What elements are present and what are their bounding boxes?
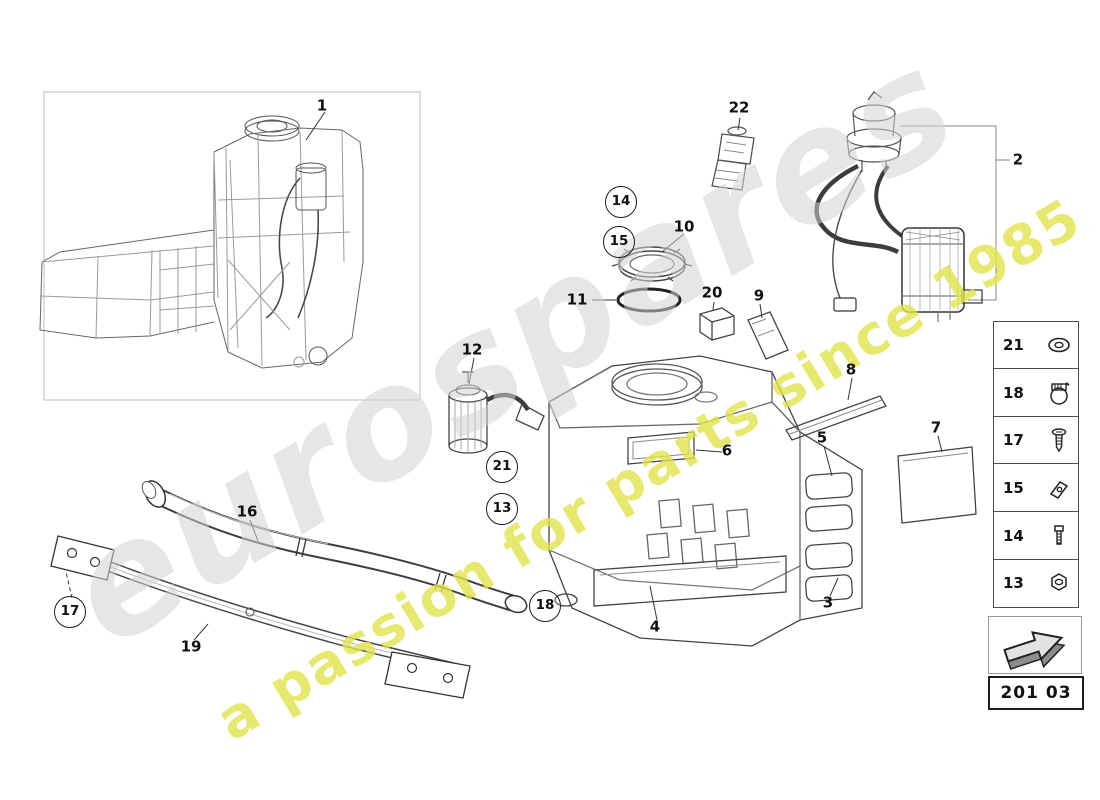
hardware-row-17[interactable]: 17 <box>993 415 1079 465</box>
hardware-number: 15 <box>1003 478 1024 497</box>
fuel-sender-assembly-drawing <box>814 91 1010 322</box>
callout-18-circled[interactable]: 18 <box>529 590 561 622</box>
fuel-tank-drawing <box>548 355 863 647</box>
nut-icon <box>1047 569 1071 597</box>
callout-1[interactable]: 1 <box>316 96 328 115</box>
hardware-number: 17 <box>1003 431 1024 450</box>
callout-5[interactable]: 5 <box>816 428 828 447</box>
hardware-number: 13 <box>1003 574 1024 593</box>
hardware-number: 14 <box>1003 526 1024 545</box>
callout-20[interactable]: 20 <box>701 283 723 302</box>
callout-22[interactable]: 22 <box>728 98 750 117</box>
o-ring-drawing <box>592 287 682 313</box>
part1-group-box <box>43 91 421 401</box>
hardware-row-13[interactable]: 13 <box>993 558 1079 608</box>
callout-4[interactable]: 4 <box>649 617 661 636</box>
callout-3[interactable]: 3 <box>822 593 834 612</box>
hardware-row-15[interactable]: 15 <box>993 463 1079 513</box>
hardware-number: 18 <box>1003 383 1024 402</box>
lock-ring-drawing <box>611 233 693 282</box>
support-strap-drawing <box>50 535 471 699</box>
clamp-icon <box>1047 379 1071 407</box>
clip-icon <box>1047 474 1071 502</box>
reservoir-assembly-drawing <box>39 111 364 369</box>
hardware-number: 21 <box>1003 336 1024 355</box>
callout-9[interactable]: 9 <box>753 286 765 305</box>
strip-8-drawing <box>785 377 887 441</box>
hardware-sidebar: 21 18 17 15 14 <box>993 320 1079 608</box>
screw-icon <box>1047 426 1071 454</box>
hardware-row-14[interactable]: 14 <box>993 511 1079 561</box>
arrow-icon <box>1003 631 1066 670</box>
callout-6[interactable]: 6 <box>721 441 733 460</box>
page-code: 201 03 <box>988 676 1084 710</box>
hardware-row-18[interactable]: 18 <box>993 368 1079 418</box>
pad-7-drawing <box>897 435 977 524</box>
callout-16[interactable]: 16 <box>236 502 258 521</box>
filler-pipe-drawing <box>141 480 528 614</box>
callout-14-circled[interactable]: 14 <box>605 186 637 218</box>
callout-19[interactable]: 19 <box>180 637 202 656</box>
next-diagram-button[interactable] <box>988 616 1082 674</box>
callout-10[interactable]: 10 <box>673 217 695 236</box>
pad-9-drawing <box>747 303 789 360</box>
damper-block-drawing <box>699 301 735 341</box>
hardware-row-21[interactable]: 21 <box>993 320 1079 370</box>
callout-8[interactable]: 8 <box>845 360 857 379</box>
sensor-drawing <box>711 117 755 191</box>
callout-2[interactable]: 2 <box>1012 150 1024 169</box>
callout-13-circled[interactable]: 13 <box>486 493 518 525</box>
callout-11[interactable]: 11 <box>566 290 588 309</box>
bolt-icon <box>1047 522 1071 550</box>
callout-7[interactable]: 7 <box>930 418 942 437</box>
callout-21-circled[interactable]: 21 <box>486 451 518 483</box>
callout-15-circled[interactable]: 15 <box>603 226 635 258</box>
page-code-label: 201 03 <box>1000 683 1072 703</box>
callout-12[interactable]: 12 <box>461 340 483 359</box>
vent-valve-drawing <box>448 357 545 454</box>
washer-icon <box>1047 331 1071 359</box>
callout-17-circled[interactable]: 17 <box>54 596 86 628</box>
